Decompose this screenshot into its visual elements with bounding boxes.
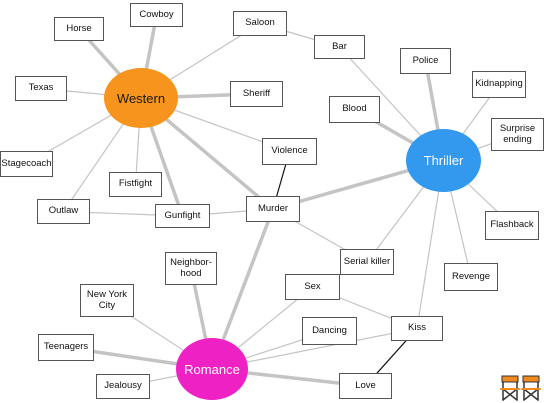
node-serial-killer[interactable]: Serial killer	[340, 249, 394, 275]
romance-hub[interactable]: Romance	[176, 338, 248, 400]
node-dancing[interactable]: Dancing	[302, 317, 357, 345]
node-new-york-city[interactable]: New York City	[80, 284, 134, 317]
node-texas[interactable]: Texas	[15, 76, 67, 101]
node-revenge[interactable]: Revenge	[444, 263, 498, 291]
node-fistfight[interactable]: Fistfight	[109, 172, 162, 197]
thriller-hub[interactable]: Thriller	[406, 129, 481, 192]
node-murder[interactable]: Murder	[246, 196, 300, 222]
node-outlaw[interactable]: Outlaw	[37, 199, 90, 224]
node-gunfight[interactable]: Gunfight	[155, 204, 210, 228]
node-bar[interactable]: Bar	[314, 35, 365, 59]
node-cowboy[interactable]: Cowboy	[130, 3, 183, 27]
node-jealousy[interactable]: Jealousy	[96, 374, 150, 399]
node-sex[interactable]: Sex	[285, 274, 340, 300]
node-sheriff[interactable]: Sheriff	[230, 81, 283, 107]
node-police[interactable]: Police	[400, 48, 451, 74]
director-chairs-icon	[500, 375, 541, 401]
node-surprise-ending[interactable]: Surprise ending	[491, 118, 544, 151]
node-love[interactable]: Love	[339, 373, 392, 399]
node-kiss[interactable]: Kiss	[391, 316, 443, 341]
node-flashback[interactable]: Flashback	[485, 211, 539, 240]
node-violence[interactable]: Violence	[262, 138, 317, 165]
node-horse[interactable]: Horse	[54, 17, 104, 41]
node-blood[interactable]: Blood	[329, 96, 380, 123]
node-teenagers[interactable]: Teenagers	[38, 334, 94, 361]
node-kidnapping[interactable]: Kidnapping	[472, 71, 526, 98]
node-neighborhood[interactable]: Neighbor- hood	[165, 252, 217, 285]
node-saloon[interactable]: Saloon	[233, 11, 287, 36]
node-stagecoach[interactable]: Stagecoach	[0, 151, 53, 177]
western-hub[interactable]: Western	[104, 68, 178, 128]
